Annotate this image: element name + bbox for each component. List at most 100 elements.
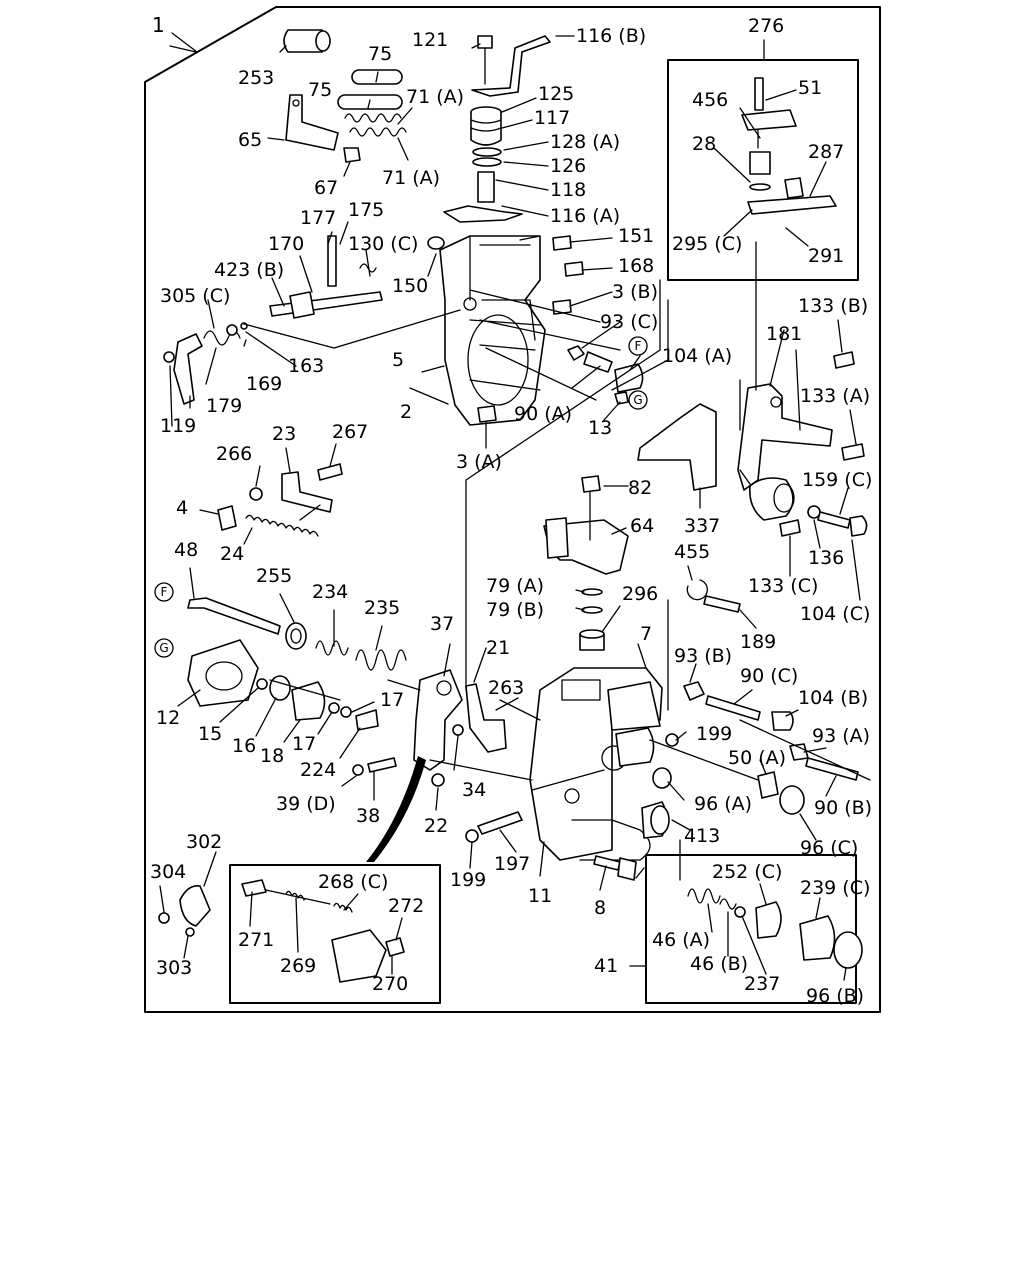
label-93b: 93 (B) xyxy=(674,645,732,667)
label-423b: 423 (B) xyxy=(214,259,284,281)
part-71a-springs xyxy=(344,113,407,137)
label-8: 8 xyxy=(594,897,606,919)
label-17b: 17 xyxy=(292,733,316,755)
label-90a: 90 (A) xyxy=(514,403,572,425)
svg-text:F: F xyxy=(161,585,168,599)
label-269: 269 xyxy=(280,955,316,977)
label-455: 455 xyxy=(674,541,710,563)
label-75a: 75 xyxy=(368,43,392,65)
label-304: 304 xyxy=(150,861,186,883)
part-51-spindle xyxy=(741,77,797,149)
label-116a: 116 (A) xyxy=(550,205,620,227)
label-302: 302 xyxy=(186,831,222,853)
label-51: 51 xyxy=(798,77,822,99)
label-121: 121 xyxy=(412,29,448,51)
part-116b-lever xyxy=(471,35,551,97)
label-168: 168 xyxy=(618,255,654,277)
label-263: 263 xyxy=(488,677,524,699)
svg-text:F: F xyxy=(635,339,642,353)
part-38-39d-22-34 xyxy=(352,724,464,787)
part-2-housing xyxy=(439,235,546,426)
label-252c: 252 (C) xyxy=(712,861,782,883)
label-7: 7 xyxy=(640,623,652,645)
label-117: 117 xyxy=(534,107,570,129)
label-79a: 79 (A) xyxy=(486,575,544,597)
label-413: 413 xyxy=(684,825,720,847)
inset-box-276 xyxy=(667,59,859,281)
part-75-pins xyxy=(337,69,403,110)
label-82: 82 xyxy=(628,477,652,499)
part-413 xyxy=(641,801,670,839)
label-270: 270 xyxy=(372,973,408,995)
label-22: 22 xyxy=(424,815,448,837)
label-237: 237 xyxy=(744,973,780,995)
part-271-269-268c xyxy=(241,879,405,983)
part-13 xyxy=(614,391,629,405)
part-253-sleeve xyxy=(283,29,331,53)
part-456-spring xyxy=(749,151,771,191)
label-4: 4 xyxy=(176,497,188,519)
part-125-cap xyxy=(470,106,502,146)
label-64: 64 xyxy=(630,515,654,537)
part-82-nut xyxy=(581,475,601,493)
part-234-spring xyxy=(315,640,349,656)
label-199b: 199 xyxy=(450,869,486,891)
part-150-fitting xyxy=(427,236,445,250)
part-252c xyxy=(755,901,782,939)
label-133c: 133 (C) xyxy=(748,575,818,597)
part-15-16-18 xyxy=(256,675,326,721)
marker-f-top: F xyxy=(628,336,648,356)
label-96c: 96 (C) xyxy=(800,837,858,859)
label-17a: 17 xyxy=(380,689,404,711)
label-235: 235 xyxy=(364,597,400,619)
label-21: 21 xyxy=(486,637,510,659)
label-179: 179 xyxy=(206,395,242,417)
label-199a: 199 xyxy=(696,723,732,745)
label-39d: 39 (D) xyxy=(276,793,336,815)
label-181: 181 xyxy=(766,323,802,345)
part-93a-90b xyxy=(789,743,859,781)
part-104c-cap xyxy=(849,515,868,537)
part-50a-fitting xyxy=(615,727,655,767)
part-24-spring xyxy=(245,514,319,537)
label-23: 23 xyxy=(272,423,296,445)
part-302-304-303 xyxy=(158,884,211,937)
part-133bc xyxy=(779,351,865,537)
part-117-126-rings xyxy=(472,147,502,167)
part-181-bracket xyxy=(737,383,833,491)
part-65-bracket xyxy=(285,94,339,151)
label-46b: 46 (B) xyxy=(690,953,748,975)
label-271: 271 xyxy=(238,929,274,951)
part-235-spring xyxy=(355,649,407,671)
long-connector-lines xyxy=(243,235,871,881)
part-7-housing xyxy=(529,667,663,861)
part-12-holder xyxy=(187,639,259,707)
label-37: 37 xyxy=(430,613,454,635)
label-456: 456 xyxy=(692,89,728,111)
label-15: 15 xyxy=(198,723,222,745)
part-37-lever xyxy=(413,669,463,771)
label-11: 11 xyxy=(528,885,552,907)
label-177: 177 xyxy=(300,207,336,229)
label-18: 18 xyxy=(260,745,284,767)
part-116a-shaft xyxy=(443,171,523,223)
label-125: 125 xyxy=(538,83,574,105)
part-296-bushing xyxy=(579,629,605,651)
inset-box-268 xyxy=(229,864,441,1004)
label-71a-1: 71 (A) xyxy=(406,86,464,108)
label-46a: 46 (A) xyxy=(652,929,710,951)
label-272: 272 xyxy=(388,895,424,917)
label-224: 224 xyxy=(300,759,336,781)
part-3a-bolt xyxy=(477,405,497,423)
label-48: 48 xyxy=(174,539,198,561)
label-13: 13 xyxy=(588,417,612,439)
label-239c: 239 (C) xyxy=(800,877,870,899)
part-151-168-bolts xyxy=(552,235,584,315)
label-126: 126 xyxy=(550,155,586,177)
label-1: 1 xyxy=(152,13,165,37)
label-104a: 104 (A) xyxy=(662,345,732,367)
label-75b: 75 xyxy=(308,79,332,101)
label-133b: 133 (B) xyxy=(798,295,868,317)
label-295c: 295 (C) xyxy=(672,233,742,255)
label-79b: 79 (B) xyxy=(486,599,544,621)
